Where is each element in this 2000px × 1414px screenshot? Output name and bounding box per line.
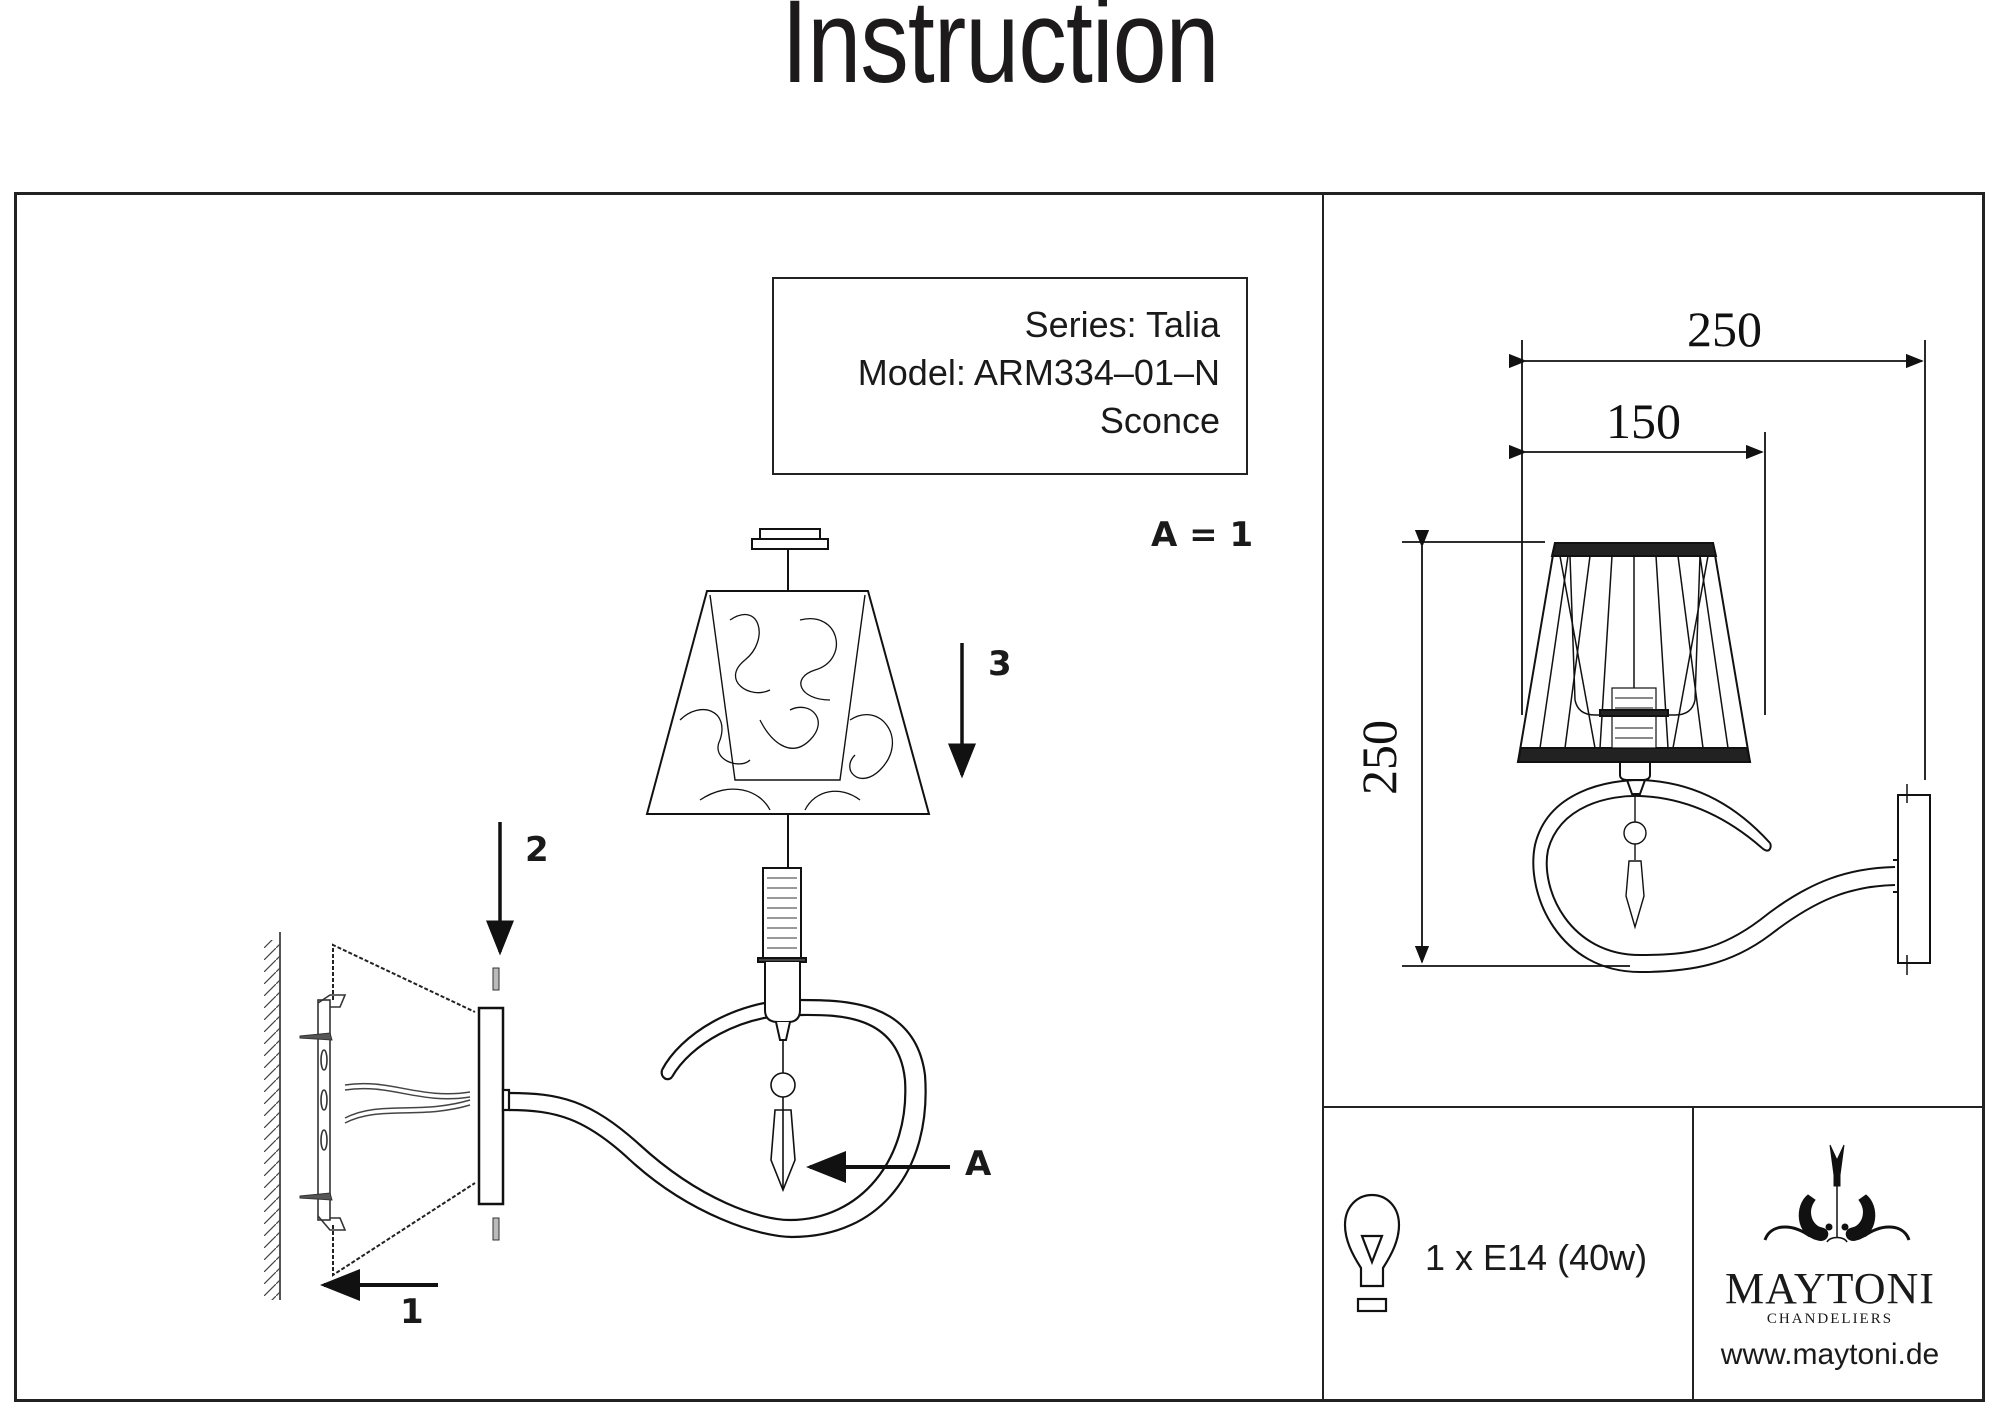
product-type-label: Sconce [1099,400,1220,441]
divider-main-vertical [1322,193,1324,1400]
overall-width-label: 250 [1687,301,1762,357]
shade-width-label: 150 [1606,393,1681,449]
step-1-label: 1 [400,1292,424,1332]
sconce-arm [501,998,927,1239]
wall [264,932,281,1300]
series-label: Series: Talia [1024,304,1220,345]
decorative-shade [645,528,931,868]
brand-website: www.maytoni.de [1720,1338,1940,1371]
lamp-socket [757,867,807,1041]
wall-screw-icon [299,1032,333,1201]
drawing-frame [14,192,1985,1402]
chandelier-ornament-icon [1763,1144,1911,1243]
parts-legend: A = 1 [1151,515,1254,555]
crystal-pendant [770,1040,796,1193]
brand-name: MAYTONI [1725,1264,1935,1313]
product-info-box: Series: Talia Model: ARM334–01–N Sconce [772,277,1248,475]
wall-base-plate [477,1006,505,1206]
mounting-bracket [317,994,347,1231]
divider-right-horizontal [1322,1106,1984,1108]
model-label: Model: ARM334–01–N [857,352,1220,393]
sconce-elevation [1516,542,1931,975]
alignment-guide [332,943,476,1277]
bulb-spec: 1 x E14 (40w) [1425,1237,1648,1278]
dimension-lines [1402,340,1926,967]
base-screw-icon [492,967,500,1241]
divider-bottom-vertical [1692,1106,1694,1400]
brand-tagline: CHANDELIERS [1766,1311,1894,1327]
light-bulb-icon [1343,1193,1401,1313]
step-2-label: 2 [525,830,549,870]
wires [344,1082,471,1124]
step-3-label: 3 [988,644,1012,684]
document-title: Instruction [781,0,1219,108]
part-a-label: A [965,1144,992,1184]
